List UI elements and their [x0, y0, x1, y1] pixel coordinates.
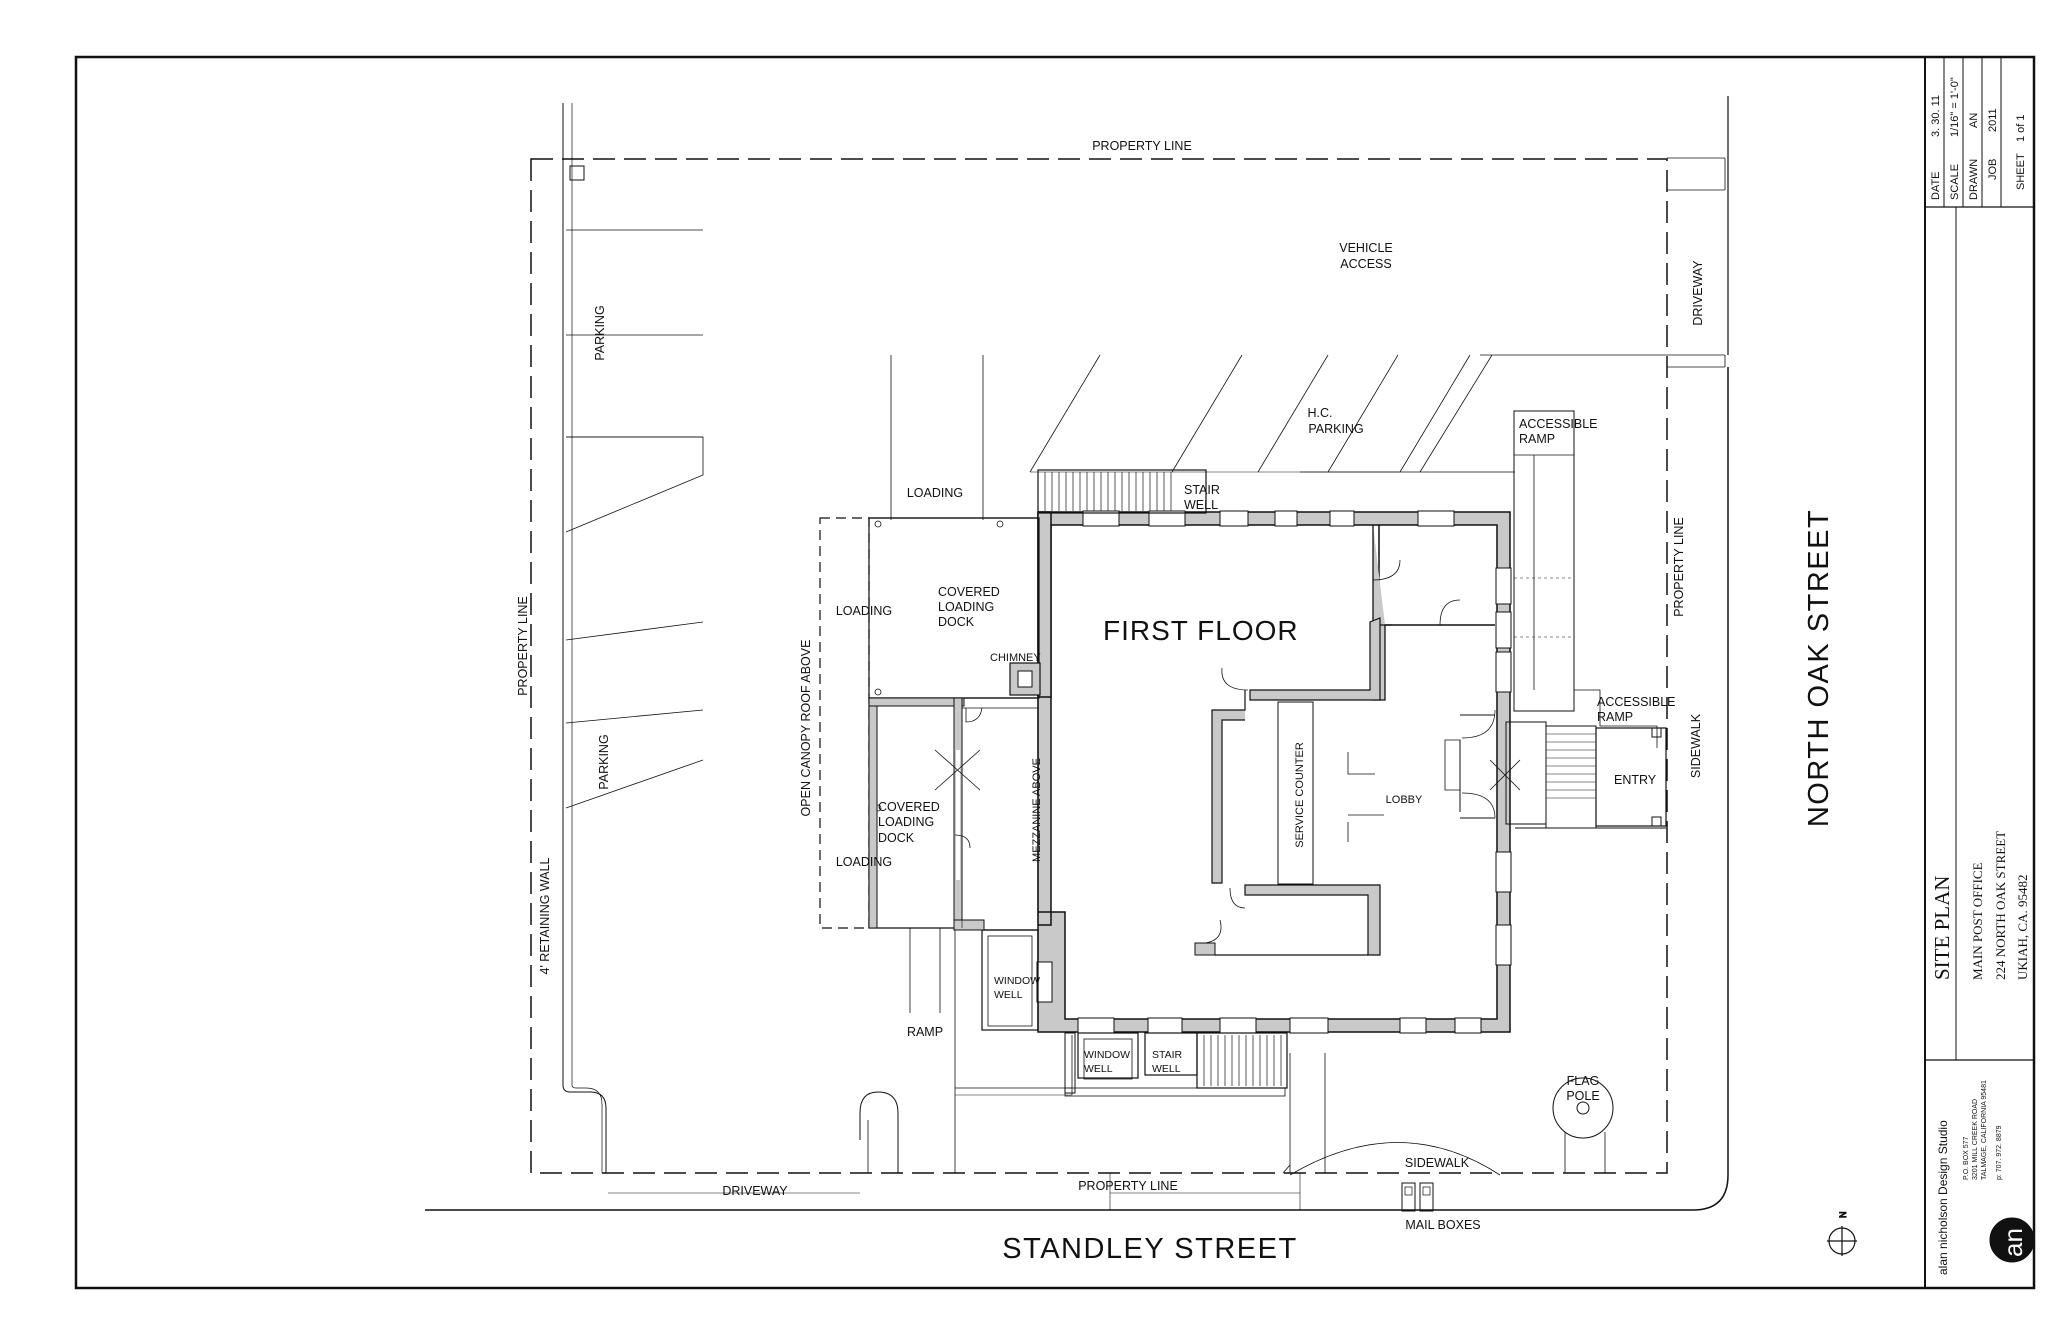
job-label: JOB	[1987, 159, 1999, 180]
mail-box	[1419, 1182, 1434, 1212]
ramp-label: RAMP	[907, 1025, 943, 1039]
mail-box	[1401, 1182, 1416, 1212]
standley-street-label: STANDLEY STREET	[1002, 1233, 1297, 1265]
drawn-value: AN	[1968, 113, 1980, 128]
studio-logo	[1989, 1217, 2035, 1263]
flag-pole-label: FLAG	[1567, 1074, 1600, 1088]
accessible-ramp-top-label: ACCESSIBLE	[1519, 417, 1598, 431]
studio-road: 3201 MILL CREEK ROAD	[1972, 1099, 1979, 1180]
accessible-ramp-right-label: RAMP	[1597, 710, 1633, 724]
vehicle-access-label: VEHICLE	[1339, 241, 1393, 255]
retaining-wall-label: 4' RETAINING WALL	[538, 857, 552, 974]
accessible-ramp-top-label: RAMP	[1519, 432, 1555, 446]
window-well-left-label: WINDOW	[994, 975, 1040, 987]
title-block-text: DATE 3. 30. 11 SCALE 1/16" = 1'-0" DRAWN…	[1930, 77, 2030, 1275]
chimney-label: CHIMNEY	[990, 652, 1041, 664]
window-well-left-label: WELL	[994, 989, 1023, 1001]
loading-lower-label: LOADING	[836, 855, 892, 869]
property-line-bottom: PROPERTY LINE	[1078, 1179, 1178, 1193]
driveway-right-label: DRIVEWAY	[1691, 260, 1705, 326]
first-floor-title: FIRST FLOOR	[1103, 615, 1299, 646]
project-street: 224 NORTH OAK STREET	[1993, 831, 2008, 980]
loading-top-label: LOADING	[907, 486, 963, 500]
stair-well-bottom-label: STAIR	[1152, 1049, 1183, 1061]
drawn-label: DRAWN	[1968, 159, 1980, 200]
property-line-top: PROPERTY LINE	[1092, 139, 1192, 153]
studio-city: TALMAGE, CALIFORNIA 95481	[1981, 1080, 1988, 1180]
stair-well-top-label: STAIR	[1184, 483, 1220, 497]
job-value: 2011	[1987, 108, 1999, 132]
service-counter	[1277, 701, 1314, 885]
covered-loading-dock-lower: LOADING	[878, 815, 934, 829]
studio-name: alan nicholson Design Studio	[1936, 1120, 1950, 1275]
flag-pole-circle	[1552, 1077, 1614, 1139]
vehicle-access-label: ACCESS	[1340, 257, 1391, 271]
scale-label: SCALE	[1949, 164, 1961, 200]
lobby-label: LOBBY	[1386, 794, 1423, 806]
project-city: UKIAH, CA. 95482	[2015, 875, 2030, 980]
driveway-bottom-label: DRIVEWAY	[722, 1184, 788, 1198]
property-line-boundary	[530, 158, 1668, 1174]
north-oak-street-label: NORTH OAK STREET	[1803, 509, 1835, 827]
stair-well-top-label: WELL	[1184, 498, 1218, 512]
studio-box: P.O. BOX 577	[1963, 1136, 1970, 1180]
sidewalk-right-label: SIDEWALK	[1689, 713, 1703, 778]
open-canopy-label: OPEN CANOPY ROOF ABOVE	[799, 640, 813, 817]
studio-phone: p: 707. 972. 8879	[1996, 1125, 2003, 1180]
date-label: DATE	[1930, 171, 1942, 200]
covered-loading-dock-lower: DOCK	[878, 831, 915, 845]
flag-pole-label: POLE	[1566, 1089, 1599, 1103]
covered-loading-dock-upper: DOCK	[938, 615, 975, 629]
mezzanine-label: MEZZANINE ABOVE	[1031, 758, 1043, 862]
window-well-bottom-label: WELL	[1084, 1063, 1113, 1075]
accessible-ramp-right-label: ACCESSIBLE	[1597, 695, 1676, 709]
window-well-bottom-label: WINDOW	[1084, 1049, 1130, 1061]
studio-logo-text: an	[1998, 1228, 2028, 1257]
plan-labels: PROPERTY LINE PROPERTY LINE PROPERTY LIN…	[516, 139, 1835, 1265]
stair-well-bottom-label: WELL	[1152, 1063, 1181, 1075]
plan-title: SITE PLAN	[1930, 876, 1954, 980]
covered-loading-dock-lower: COVERED	[878, 800, 940, 814]
north-arrow-icon: N	[1827, 1211, 1857, 1256]
property-line-left: PROPERTY LINE	[516, 596, 530, 696]
entry-label: ENTRY	[1614, 773, 1657, 787]
hc-parking-label: PARKING	[1308, 422, 1363, 436]
title-block	[1924, 57, 2035, 1288]
property-line-right: PROPERTY LINE	[1672, 517, 1686, 617]
sidewalk-bottom-label: SIDEWALK	[1405, 1156, 1470, 1170]
hc-parking-label: H.C.	[1308, 406, 1333, 420]
scale-value: 1/16" = 1'-0"	[1949, 77, 1961, 137]
loading-mid-label: LOADING	[836, 604, 892, 618]
north-arrow-letter: N	[1838, 1212, 1848, 1219]
parking-lower-label: PARKING	[597, 734, 611, 789]
date-value: 3. 30. 11	[1930, 95, 1942, 137]
covered-loading-dock-upper: COVERED	[938, 585, 1000, 599]
covered-loading-dock-upper: LOADING	[938, 600, 994, 614]
sheet-value: 1 of 1	[2015, 114, 2027, 142]
service-counter-label: SERVICE COUNTER	[1294, 742, 1306, 848]
parking-upper-label: PARKING	[593, 305, 607, 360]
sheet-border	[74, 55, 2036, 1290]
site-lines	[425, 96, 1729, 1212]
mail-boxes-label: MAIL BOXES	[1405, 1218, 1480, 1232]
building	[819, 469, 1547, 1097]
sheet-label: SHEET	[2015, 153, 2027, 190]
project-name: MAIN POST OFFICE	[1970, 862, 1985, 980]
building-outer-wall	[1037, 511, 1511, 1033]
